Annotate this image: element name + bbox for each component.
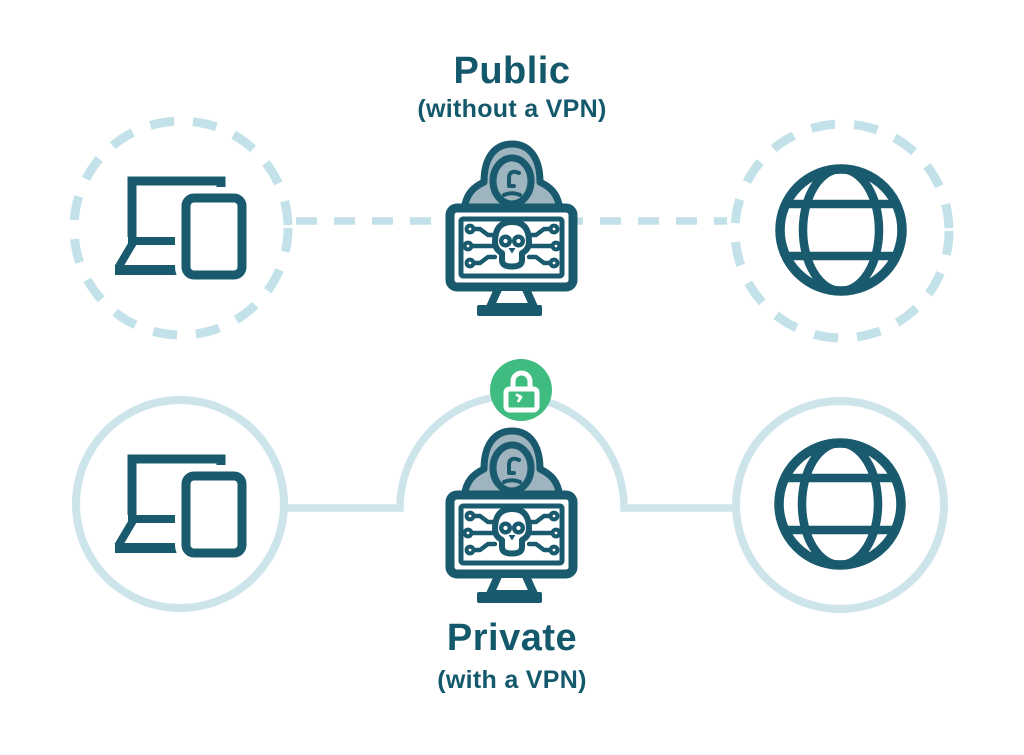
private-subtitle: (with a VPN) xyxy=(437,666,587,694)
hacker-icon xyxy=(450,144,573,316)
lock-icon xyxy=(503,370,540,413)
public-row xyxy=(69,116,954,343)
devices-icon xyxy=(115,459,242,553)
lock-badge xyxy=(490,359,552,421)
devices-icon xyxy=(115,181,242,275)
globe-icon xyxy=(779,443,901,565)
private-internet-ring xyxy=(732,397,948,613)
public-title: Public xyxy=(453,50,571,92)
public-subtitle: (without a VPN) xyxy=(417,95,607,123)
private-row xyxy=(72,359,948,613)
private-device-ring xyxy=(72,396,288,612)
private-title: Private xyxy=(446,617,578,659)
globe-icon xyxy=(780,169,902,291)
public-internet-ring-dashed xyxy=(730,119,954,343)
hacker-icon xyxy=(450,431,573,603)
public-device-ring-dashed xyxy=(69,116,293,340)
